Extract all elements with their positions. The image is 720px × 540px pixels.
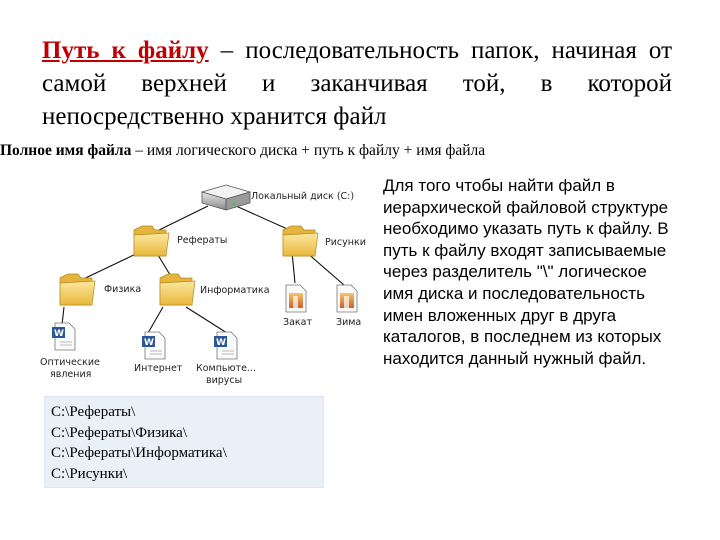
path-example: C:\Рефераты\Информатика\ — [51, 445, 227, 461]
slide-title: Путь к файлу – последовательность папок,… — [42, 34, 672, 133]
folder-icon-referaty[interactable] — [133, 225, 170, 257]
folder-icon-informatika[interactable] — [159, 273, 196, 306]
file-label-komputernye-2: вирусы — [206, 375, 242, 386]
disk-label: Локальный диск (C:) — [251, 191, 354, 202]
tree-connectors — [61, 205, 345, 334]
path-example: C:\Рефераты\ — [51, 404, 136, 420]
file-tree-diagram: Локальный диск (C:) Рефераты Рисунки Физ… — [40, 184, 366, 386]
folder-label-fizika: Физика — [104, 284, 141, 295]
svg-text:W: W — [216, 338, 226, 348]
full-name-definition: Полное имя файла – имя логического диска… — [0, 141, 720, 161]
folder-icon-risunki[interactable] — [282, 225, 319, 257]
file-label-zima: Зима — [336, 317, 361, 328]
folder-label-referaty: Рефераты — [177, 235, 227, 246]
file-label-opticheskie-2: явления — [50, 369, 91, 380]
path-example: C:\Рисунки\ — [51, 465, 128, 482]
path-example: C:\Рефераты\Физика\ — [51, 424, 187, 441]
file-label-internet: Интернет — [134, 363, 183, 374]
local-disk-icon[interactable] — [200, 184, 252, 211]
subtitle-definition: – имя логического диска + путь к файлу +… — [131, 142, 486, 159]
title-term: Путь к файлу — [42, 37, 209, 64]
image-file-icon-zakat[interactable] — [285, 284, 307, 313]
svg-text:W: W — [144, 338, 154, 348]
description-text: Для того чтобы найти файл в иерархическо… — [383, 176, 669, 368]
folder-label-risunki: Рисунки — [325, 237, 366, 248]
word-file-icon-komputernye[interactable]: W — [214, 331, 238, 360]
svg-text:W: W — [54, 329, 64, 339]
title-definition: – последовательность папок, начиная от с… — [42, 37, 672, 130]
path-examples-box: C:\Рефераты\ C:\Рефераты\Физика\ C:\Рефе… — [44, 396, 324, 488]
subtitle-term: Полное имя файла — [0, 142, 132, 159]
folder-label-informatika: Информатика — [200, 285, 270, 296]
file-label-komputernye-1: Компьюте... — [196, 363, 256, 374]
image-file-icon-zima[interactable] — [336, 284, 358, 313]
file-label-opticheskie-1: Оптические — [40, 357, 100, 368]
word-file-icon-opticheskie[interactable]: W — [52, 322, 76, 351]
word-file-icon-internet[interactable]: W — [142, 331, 166, 360]
folder-icon-fizika[interactable] — [59, 273, 96, 306]
file-label-zakat: Закат — [283, 317, 312, 328]
